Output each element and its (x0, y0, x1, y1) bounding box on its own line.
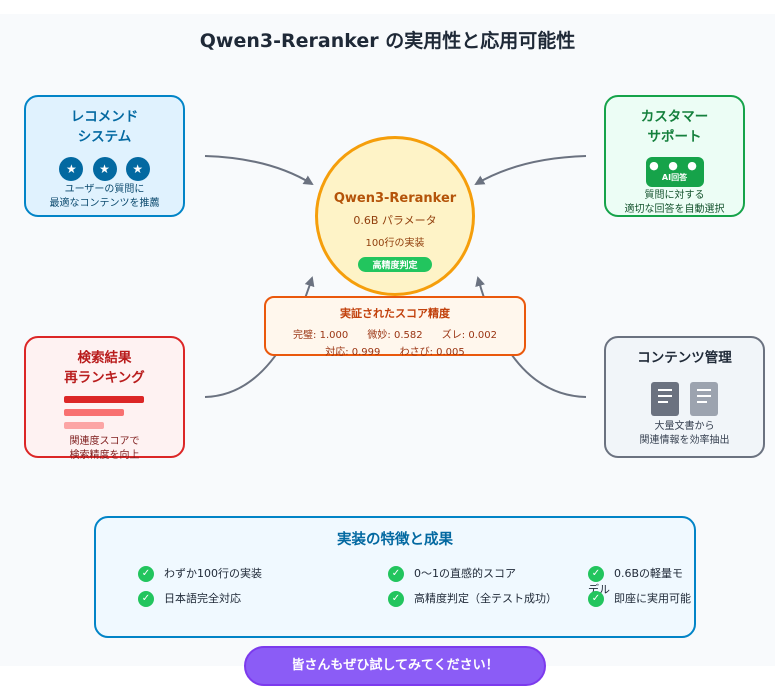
document-icon (650, 382, 679, 416)
star-icon: ★ (59, 157, 84, 181)
feature-item: ✓高精度判定（全テスト成功） (388, 591, 557, 607)
features-panel: 実装の特徴と成果 ✓わずか100行の実装 ✓0〜1の直感的スコア ✓0.6Bの軽… (94, 516, 696, 638)
check-icon: ✓ (138, 566, 154, 582)
arrow-icon (204, 155, 314, 186)
score-subtle: 微妙: 0.582 (367, 330, 423, 341)
document-icons (606, 382, 763, 416)
model-name: Qwen3-Reranker (333, 191, 457, 206)
model-params: 0.6B パラメータ (353, 214, 437, 227)
score-accuracy-box: 実証されたスコア精度 完璧: 1.000 微妙: 0.582 ズレ: 0.002… (264, 296, 526, 358)
score-response: 対応: 0.999 (325, 347, 381, 358)
features-title: 実装の特徴と成果 (337, 532, 453, 548)
accuracy-badge: 高精度判定 (358, 257, 432, 272)
score-gap: ズレ: 0.002 (441, 330, 497, 341)
model-impl: 100行の実装 (365, 238, 425, 249)
card-title: カスタマー サポート (640, 109, 709, 145)
result-bars-icon (26, 396, 183, 429)
score-row: 対応: 0.999 わさび: 0.005 (266, 343, 524, 358)
cta-banner[interactable]: 皆さんもぜひ試してみてください！ (244, 646, 546, 686)
card-search-reranking: 検索結果 再ランキング 関連度スコアで 検索精度を向上 (24, 336, 185, 461)
card-title: レコメンド システム (70, 109, 139, 145)
score-title: 実証されたスコア精度 (340, 307, 450, 320)
card-customer-support: カスタマー サポート ● ● ● AI回答 質問に対する 適切な回答を自動選択 (604, 95, 745, 217)
score-row: 完璧: 1.000 微妙: 0.582 ズレ: 0.002 (266, 326, 524, 341)
feature-item: ✓わずか100行の実装 (138, 566, 262, 582)
star-icon: ★ (125, 157, 150, 181)
star-row: ★ ★ ★ (26, 157, 183, 181)
card-content-management: コンテンツ管理 大量文書から 関連情報を効率抽出 (604, 336, 765, 458)
result-bar (64, 409, 124, 416)
chat-bubble-icon: ● ● ● AI回答 (645, 157, 704, 187)
card-description: 質問に対する 適切な回答を自動選択 (624, 190, 725, 215)
check-icon: ✓ (588, 566, 604, 582)
score-wasabi: わさび: 0.005 (399, 347, 465, 358)
check-icon: ✓ (388, 566, 404, 582)
check-icon: ✓ (588, 591, 604, 607)
card-recommendation-system: レコメンド システム ★ ★ ★ ユーザーの質問に 最適なコンテンツを推薦 (24, 95, 185, 217)
star-icon: ★ (92, 157, 117, 181)
feature-item: ✓0〜1の直感的スコア (388, 566, 516, 582)
card-description: 関連度スコアで 検索精度を向上 (69, 436, 140, 461)
document-icon (690, 382, 719, 416)
result-bar (64, 422, 104, 429)
page-title: Qwen3-Reranker の実用性と応用可能性 (199, 30, 576, 52)
check-icon: ✓ (388, 591, 404, 607)
card-title: コンテンツ管理 (637, 350, 732, 366)
card-description: ユーザーの質問に 最適なコンテンツを推薦 (49, 184, 160, 209)
arrow-icon (474, 155, 587, 186)
check-icon: ✓ (138, 591, 154, 607)
feature-item: ✓日本語完全対応 (138, 591, 241, 607)
card-description: 大量文書から 関連情報を効率抽出 (639, 421, 730, 446)
model-center-circle: Qwen3-Reranker 0.6B パラメータ 100行の実装 高精度判定 (315, 136, 475, 296)
feature-item: ✓即座に実用可能 (588, 591, 691, 607)
score-perfect: 完璧: 1.000 (293, 330, 349, 341)
card-title: 検索結果 再ランキング (64, 350, 145, 386)
result-bar (64, 396, 144, 403)
